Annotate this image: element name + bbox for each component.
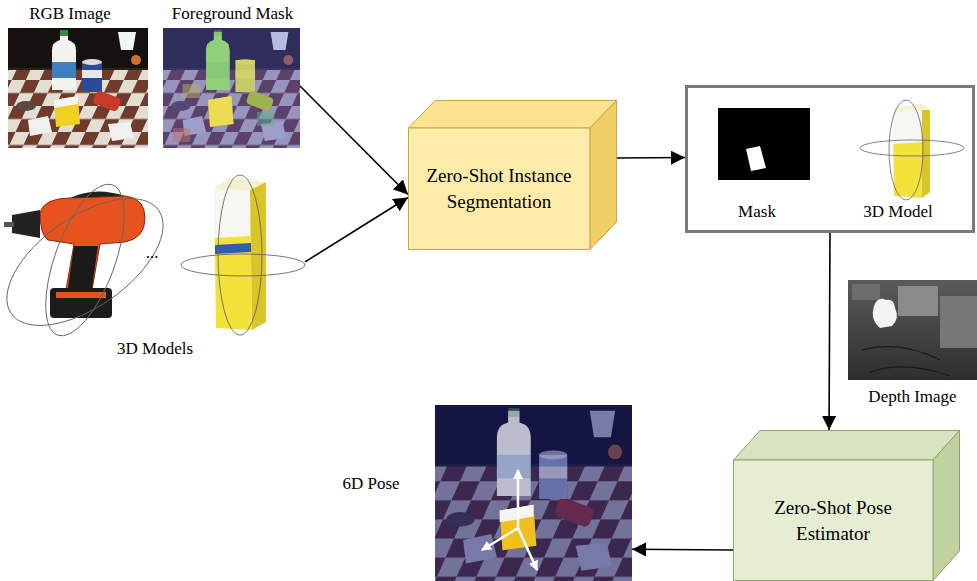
block-front-face: [734, 460, 934, 581]
node-label: Mask: [738, 201, 776, 224]
block-top-face: [734, 431, 960, 461]
block-side-face: [933, 431, 960, 581]
depth-image-part: [870, 367, 950, 376]
text-slot: Foreground Mask: [160, 3, 305, 26]
flow-arrow: [300, 86, 408, 195]
depth-input: Depth Image: [848, 280, 977, 408]
box-model-part: [215, 243, 251, 254]
model-library: ... 3D Models: [5, 172, 305, 365]
foreground-mask-image-part: [183, 84, 201, 98]
text-slot: Zero-Shot Instance Segmentation: [414, 128, 584, 250]
depth-image-part: [940, 296, 977, 348]
foreground-mask-image-part: [271, 32, 289, 50]
mask-image: [718, 108, 810, 180]
block-side-face: [590, 101, 617, 250]
flow-arrow: [632, 549, 733, 551]
selected-3d-model-part: [893, 110, 922, 144]
foreground-mask-image: [128, 28, 379, 148]
node-label: 3D Models: [117, 338, 193, 361]
selected-3d-model-part: [893, 110, 922, 198]
block-top-face: [409, 101, 617, 129]
foreground-mask-image-part: [128, 28, 379, 148]
pose-result-image-part: [518, 528, 537, 570]
pose-result-image: [384, 405, 745, 581]
pose-result-image-part: [539, 455, 567, 499]
node-label: Zero-Shot Pose Estimator: [758, 495, 908, 546]
depth-image-part: [852, 284, 880, 300]
text-slot: RGB Image: [5, 3, 135, 26]
drill-model-part: [56, 292, 106, 298]
drill-model-part: [4, 222, 14, 227]
pose-result-image-part: [384, 405, 745, 581]
pose-result-image-part: [435, 405, 632, 581]
drill-model-part: [29, 175, 140, 346]
text-slot: 3D Model: [848, 201, 948, 224]
flow-arrow: [617, 157, 685, 159]
selected-3d-model: [860, 100, 964, 200]
flow-arrow: [828, 233, 831, 430]
block-front-face: [409, 128, 591, 250]
foreground-mask-image-part: [235, 60, 255, 92]
text-slot: ...: [133, 242, 171, 265]
depth-image: [848, 280, 977, 380]
foreground-mask-image-part: [257, 112, 275, 126]
node-label: Foreground Mask: [172, 3, 293, 26]
text-slot: Mask: [715, 201, 799, 224]
segmentation-block: Zero-Shot Instance Segmentation: [408, 100, 617, 250]
drill-model-part: [70, 191, 125, 198]
box-model-part: [250, 182, 266, 330]
pose-result: 6D Pose: [335, 405, 632, 581]
depth-image-part: [848, 280, 977, 380]
foreground-mask-image-part: [173, 128, 191, 142]
drill-model-part: [68, 246, 98, 288]
selected-3d-model-part: [889, 100, 923, 200]
node-label: ...: [146, 242, 159, 265]
drill-model-part: [40, 196, 145, 290]
foreground-mask-image-part: [208, 96, 233, 127]
pose-result-image-part: [500, 505, 534, 523]
foreground-mask-image-part: [206, 32, 229, 90]
text-slot: 6D Pose: [335, 473, 407, 496]
text-slot: 3D Models: [85, 338, 225, 361]
input-images: RGB Image Foreground Mask: [5, 0, 300, 150]
pose-result-image-part: [482, 528, 518, 550]
depth-image-part: [898, 286, 938, 316]
depth-image-part: [873, 299, 897, 328]
node-label: RGB Image: [29, 3, 111, 26]
mask-image-part: [746, 146, 766, 171]
drill-model: [0, 174, 185, 351]
pose-estimator-block: Zero-Shot Pose Estimator: [733, 430, 960, 581]
node-label: Zero-Shot Instance Segmentation: [414, 163, 584, 214]
output-panel: Mask 3D Model: [685, 85, 975, 233]
pose-result-image-part: [497, 411, 531, 496]
foreground-mask-image-part: [246, 90, 275, 112]
drill-model-part: [50, 288, 112, 318]
node-label: Depth Image: [868, 386, 956, 409]
depth-image-part: [862, 347, 940, 360]
box-model-part: [218, 175, 262, 335]
node-label: 3D Model: [863, 201, 932, 224]
drill-model-part: [12, 210, 40, 238]
text-slot: Depth Image: [848, 386, 977, 409]
foreground-mask-image-part: [163, 28, 300, 148]
text-slot: Zero-Shot Pose Estimator: [758, 460, 908, 581]
pose-result-image-part: [384, 405, 745, 581]
pose-result-image-part: [517, 470, 520, 528]
mask-image-part: [718, 108, 810, 180]
node-label: 6D Pose: [342, 473, 399, 496]
box-model: [181, 175, 305, 335]
flow-arrow: [305, 198, 408, 262]
box-model-part: [214, 188, 252, 330]
box-model-part: [181, 254, 305, 276]
selected-3d-model-part: [860, 140, 964, 156]
drill-model-part: [0, 174, 185, 351]
